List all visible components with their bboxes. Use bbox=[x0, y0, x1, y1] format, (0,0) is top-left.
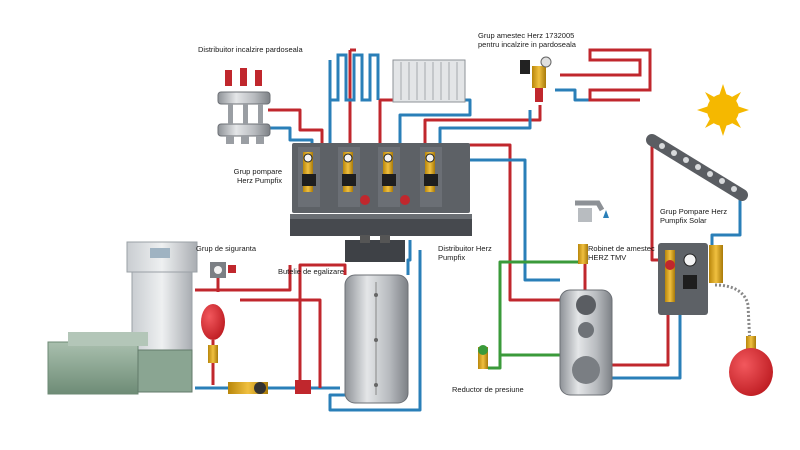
pipes bbox=[195, 50, 752, 412]
floor-distributor-valves bbox=[225, 68, 264, 144]
radiator-icon bbox=[392, 59, 466, 103]
pump-group-panel bbox=[292, 143, 470, 213]
boiler-valves bbox=[228, 380, 311, 394]
pipe-solar-expansion bbox=[714, 283, 752, 346]
label-pump-group: Grup pompare Herz Pumpfix bbox=[233, 167, 282, 185]
pipe-tank-bottom bbox=[328, 250, 422, 412]
pipe-tank-top-hot bbox=[298, 263, 347, 385]
storage-tank-icon bbox=[344, 274, 409, 404]
faucet-icon bbox=[575, 200, 609, 222]
label-pressure-reducer: Reductor de presiune bbox=[452, 385, 524, 394]
label-safety-group: Grup de siguranta bbox=[196, 244, 257, 253]
pipe-solar-supply bbox=[650, 145, 660, 262]
pipe-mixing-coil bbox=[555, 88, 600, 102]
label-mixing-valve: Robinet de amestec HERZ TMV bbox=[588, 244, 655, 262]
solar-expansion-vessel bbox=[729, 336, 773, 396]
pipe-boiler-supply bbox=[195, 265, 292, 292]
pipe-solar-tank-hot bbox=[612, 310, 670, 367]
solar-pump-group bbox=[658, 243, 708, 315]
pipe-boiler-return-2 bbox=[240, 298, 322, 388]
pipe-dhw-return bbox=[470, 158, 560, 282]
mixing-group bbox=[520, 56, 552, 102]
label-solar-group: Grup Pompare Herz Pumpfix Solar bbox=[660, 207, 728, 225]
pipe-floor-distributor-supply bbox=[268, 108, 324, 150]
label-mixing-group: Grup amestec Herz 1732005 pentru incalzi… bbox=[478, 31, 576, 49]
pump-module bbox=[338, 147, 370, 207]
solar-valve bbox=[709, 245, 723, 283]
pump-module bbox=[298, 147, 320, 207]
pipe-solar-tank-cold bbox=[612, 310, 682, 380]
safety-group bbox=[210, 262, 236, 278]
pipe-radiator-return bbox=[398, 98, 472, 148]
label-floor-distributor: Distribuitor incalzire pardoseala bbox=[198, 45, 303, 54]
pump-module bbox=[420, 147, 442, 207]
pipe-mixing-return bbox=[438, 110, 532, 148]
label-balance-bottle: Butelie de egalizare bbox=[278, 267, 344, 276]
sun-icon bbox=[697, 84, 749, 136]
distributor-bar bbox=[290, 214, 472, 236]
water-drop-icon bbox=[603, 210, 609, 218]
boiler-icon bbox=[47, 241, 198, 395]
pipe-radiator-supply bbox=[378, 98, 395, 148]
pipe-mixing-supply bbox=[423, 105, 542, 148]
floor-coil-right bbox=[560, 48, 652, 102]
expansion-vessel-icon bbox=[201, 304, 225, 363]
pump-module bbox=[378, 147, 410, 207]
floor-coil-icon bbox=[328, 48, 380, 102]
pipe-dhw-supply bbox=[460, 143, 560, 302]
pressure-reducer bbox=[478, 345, 488, 369]
label-distributor: Distribuitor Herz Pumpfix bbox=[438, 244, 492, 262]
pipe-bottle-link bbox=[406, 240, 412, 275]
balance-bottle bbox=[345, 235, 405, 262]
dhw-tank-icon bbox=[559, 289, 613, 396]
pump-modules bbox=[298, 147, 442, 207]
solar-collector-icon bbox=[646, 134, 748, 201]
mixing-valve bbox=[578, 244, 588, 264]
floor-distributor bbox=[217, 68, 271, 144]
